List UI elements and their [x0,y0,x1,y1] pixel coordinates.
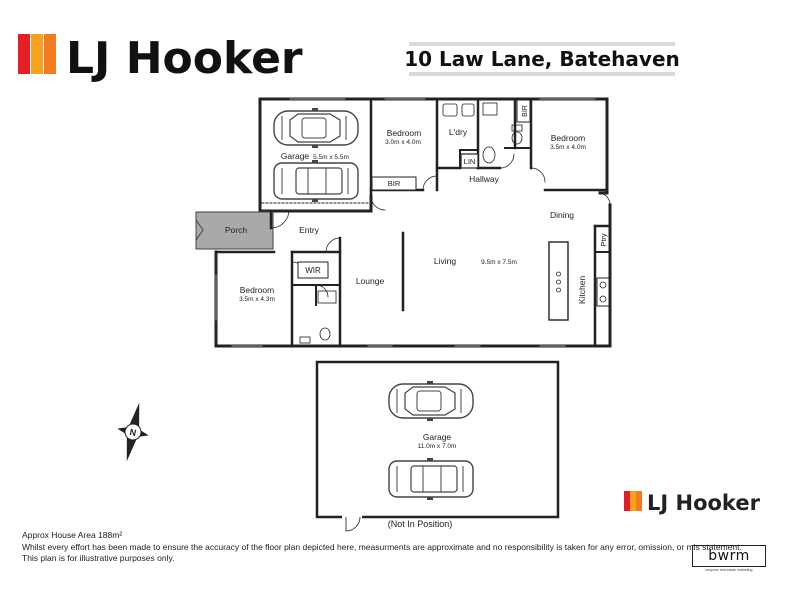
label-porch: Porch [225,225,247,235]
label-garage2-dim: 11.0m x 7.0m [418,443,457,450]
garage2-outline [315,360,560,519]
label-bedroom1-dim: 3.0m x 4.0m [385,139,421,146]
logo-bar-orange [44,34,56,74]
label-bedroom2-dim: 3.5m x 4.0m [550,144,586,151]
disclaimer: Whilst every effort has been made to ens… [22,541,742,552]
porch-area [195,211,274,250]
bwrm-tagline: bespoke real estate marketing [705,568,753,572]
garage2-car-suv [388,457,474,501]
compass-label: N [129,427,137,438]
label-bedroom1: Bedroom [387,128,422,138]
garage2-car-sedan [388,380,474,422]
label-laundry: L'dry [449,127,468,137]
label-living-dim: 9.5m x 7.5m [481,259,517,266]
label-bedroom3-dim: 3.5m x 4.3m [239,296,275,303]
logo-wordmark-small: LJ Hooker [647,491,761,515]
label-bedroom2: Bedroom [551,133,586,143]
wir-box [297,261,329,279]
logo-bar-red [18,34,30,74]
bir-top-box [516,99,531,123]
bwrm-wordmark: bwrm [692,545,766,567]
house-area: Approx House Area 188m² [22,530,123,540]
garage1-car-suv [273,159,359,203]
label-entry: Entry [299,225,320,235]
linen-box [460,153,479,169]
outer-wall-south [214,203,612,348]
label-garage1-dim: 5.5m x 5.5m [313,154,349,161]
label-garage1: Garage [281,151,310,161]
footer-text: Approx House Area 188m² Whilst every eff… [22,530,742,565]
label-bedroom3: Bedroom [240,285,275,295]
label-linen: LIN [464,157,476,166]
label-wir: WIR [305,266,321,275]
label-lounge: Lounge [356,276,385,286]
north-compass-icon: N [117,402,149,462]
logo-wordmark: LJ Hooker [66,33,303,84]
bir-left-box [371,176,417,191]
label-bir-top: BIR [522,105,529,117]
label-hallway: Hallway [469,174,500,184]
kitchen-island [548,241,569,321]
property-address: 10 Law Lane, Batehaven [404,42,680,76]
outer-wall-left [258,97,373,213]
porch-step [195,219,204,241]
label-pantry: Ptry [599,233,608,247]
label-garage2: Garage [423,432,452,442]
label-dining: Dining [550,210,574,220]
label-kitchen: Kitchen [577,276,587,305]
label-bir-left: BIR [388,179,401,188]
logo-bar-yellow [31,34,43,74]
label-living: Living [434,256,456,266]
bwrm-logo: bwrm bespoke real estate marketing [692,545,766,575]
garage1-car-sedan [273,107,359,149]
lj-hooker-logo: LJ Hooker [18,33,303,84]
not-in-position-note: (Not In Position) [387,519,453,529]
detached-garage [315,360,560,532]
outer-wall [258,97,609,195]
lj-hooker-logo-small: LJ Hooker [624,491,761,515]
illustrative-note: This plan is for illustrative purposes o… [22,553,175,563]
